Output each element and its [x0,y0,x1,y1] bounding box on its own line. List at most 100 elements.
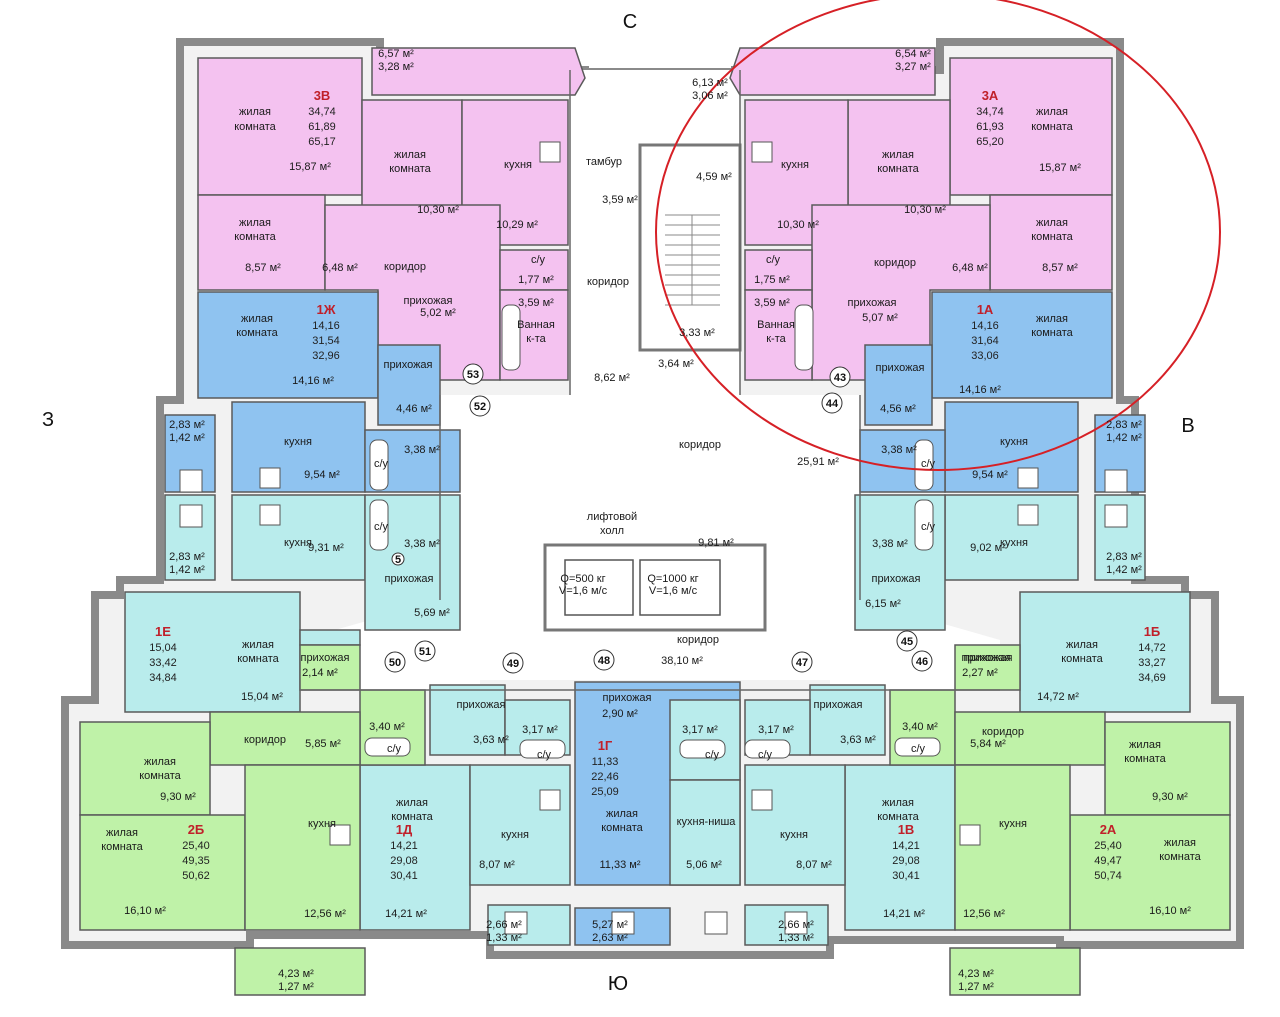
room-label: жилая [1164,837,1196,849]
room-label: лифтовой [587,511,637,523]
apartment-total-area: 61,89 [308,121,336,133]
apartment-id: 2Б [188,822,205,837]
room-label: с/у [374,458,389,470]
door-number-circle [593,649,615,671]
room-area: 9,54 м² [972,469,1008,481]
room-area: 12,56 м² [963,908,1005,920]
room-area: 2,83 м² [1106,419,1142,431]
room-area: 6,13 м² [692,77,728,89]
room-area: 9,30 м² [160,791,196,803]
room-label: с/у [758,749,773,761]
room-label: прихожая [383,359,432,371]
room-label: комната [1031,231,1073,243]
room-area: 1,42 м² [1106,432,1142,444]
room-label: кухня [504,159,532,171]
room-area: 3,40 м² [369,721,405,733]
room-label: комната [234,121,276,133]
room-area: 4,23 м² [958,968,994,980]
room-area: 8,07 м² [479,859,515,871]
room-area: 3,28 м² [378,61,414,73]
room-area: 3,06 м² [692,90,728,102]
door-number-circle [911,650,933,672]
apartment-total-area: 29,08 [390,855,418,867]
room-area: 2,14 м² [302,667,338,679]
room-area: 14,21 м² [883,908,925,920]
room-area: 2,27 м² [962,667,998,679]
room-label: к-та [526,333,546,345]
room-area: 11,33 м² [600,859,641,871]
apartment-id: 1Ж [317,302,336,317]
apartment-living-area: 14,16 [971,320,999,332]
compass-north: С [623,11,637,33]
room-label: комната [1061,653,1103,665]
room-area: 1,33 м² [778,932,814,944]
apartment-1zh [164,291,461,493]
room-label: комната [1031,327,1073,339]
apartment-3a [729,47,1113,381]
room-label: Ванная [757,319,795,331]
room-area: 2,83 м² [169,419,205,431]
apartment-id: 3В [314,88,331,103]
door-number: 49 [507,658,519,670]
door-number: 53 [467,369,479,381]
apartment-living-area: 14,21 [892,840,920,852]
door-number-circle [391,552,405,566]
apartment-id: 1Е [155,624,171,639]
room-area: 4,59 м² [696,171,732,183]
door-number-circle [469,395,491,417]
apartment-living-area: 15,04 [149,642,177,654]
room-area: 2,83 м² [1106,551,1142,563]
room-area: 2,66 м² [778,919,814,931]
apartment-full-area: 50,62 [182,870,210,882]
common-areas [300,70,1000,690]
room-area: 3,59 м² [518,297,554,309]
room-label: комната [236,327,278,339]
apartment-full-area: 30,41 [892,870,920,882]
room-area: 6,48 м² [322,262,358,274]
room-area: 9,31 м² [308,542,344,554]
room-label: комната [234,231,276,243]
room-area: 25,91 м² [797,456,839,468]
room-label: комната [877,811,919,823]
apartment-2a [889,644,1231,996]
room-label: с/у [921,458,936,470]
room-area: 14,72 м² [1037,691,1079,703]
highlight-circle [655,0,1221,471]
room-area: 3,38 м² [404,538,440,550]
room-label: холл [600,525,624,537]
room-label: жилая [242,639,274,651]
room-area: 5,02 м² [420,307,456,319]
room-area: 3,64 м² [658,358,694,370]
apartment-id: 1В [898,822,915,837]
room-label: с/у [374,521,389,533]
room-label: коридор [677,634,719,646]
interior-walls [300,70,1000,691]
room-area: 3,17 м² [758,724,794,736]
room-area: 16,10 м² [124,905,166,917]
room-label: жилая [394,149,426,161]
room-area: 2,66 м² [486,919,522,931]
room-label: жилая [239,217,271,229]
room-area: 15,87 м² [1039,162,1081,174]
room-area: 1,33 м² [486,932,522,944]
apartment-full-area: 65,20 [976,136,1004,148]
room-label: жилая [882,149,914,161]
apartment-total-area: 31,54 [312,335,340,347]
apartment-living-area: 34,74 [976,106,1004,118]
apartment-total-area: 22,46 [591,771,619,783]
room-label: коридор [982,726,1024,738]
compass-east: В [1181,415,1194,437]
apartment-living-area: 34,74 [308,106,336,118]
apartment-full-area: 25,09 [591,786,619,798]
room-area: 8,57 м² [245,262,281,274]
room-label: комната [1031,121,1073,133]
room-label: жилая [239,106,271,118]
room-area: 9,81 м² [698,537,734,549]
room-area: 16,10 м² [1149,905,1191,917]
room-area: 10,30 м² [777,219,819,231]
door-number-circle [384,651,406,673]
room-label: жилая [106,827,138,839]
apartment-living-area: 14,72 [1138,642,1166,654]
door-number-circle [414,640,436,662]
